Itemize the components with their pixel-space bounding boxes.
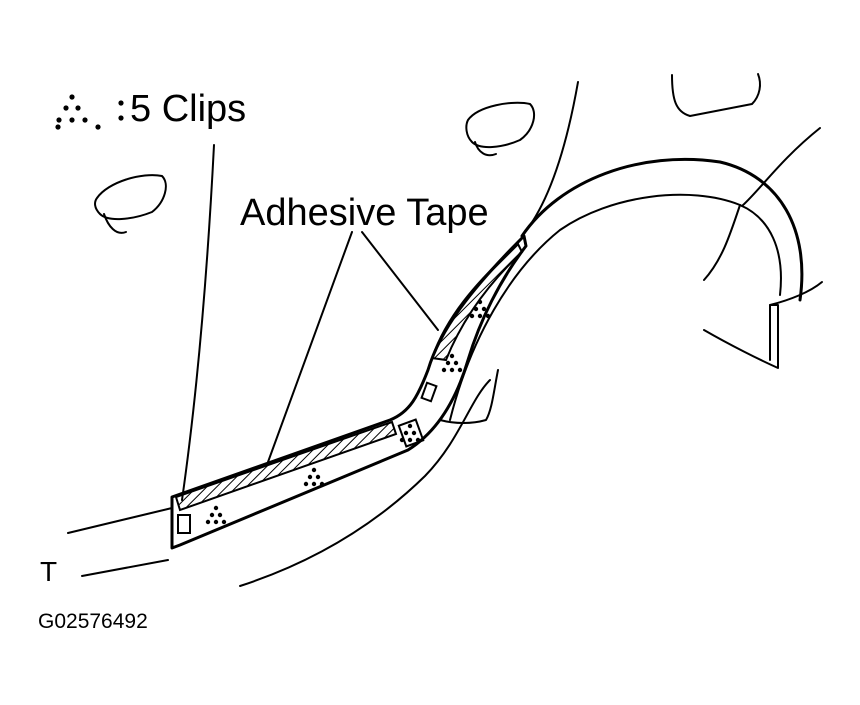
wheel-edge	[769, 281, 823, 306]
wheel-arch-outer	[520, 157, 804, 302]
front-door-handle-icon	[465, 101, 536, 157]
lower-body-line-bottom	[81, 559, 169, 577]
wheel-arch-moulding	[170, 234, 528, 550]
tire-line	[741, 127, 821, 207]
tape-end-piece-upper	[420, 381, 438, 403]
rear-door-handle-icon	[94, 174, 167, 234]
tape-end-piece	[397, 418, 425, 448]
clip-marker	[399, 423, 421, 443]
arch-lower-line	[439, 369, 499, 424]
moulding-end-piece	[177, 514, 191, 534]
rocker-lower-line	[239, 379, 491, 587]
wheel-edge-2	[703, 304, 779, 369]
figure-id-label: G02576492	[38, 610, 148, 633]
clip-marker	[303, 467, 325, 487]
clip-triangle-dots-icon	[55, 94, 124, 130]
window-corner-line	[671, 73, 761, 117]
lower-body-line-left	[67, 507, 173, 534]
adhesive-tape-upper	[430, 242, 524, 362]
tire-line-2	[703, 204, 741, 281]
tape-leader-line-upper	[361, 231, 439, 331]
adhesive-tape-label: Adhesive Tape	[240, 192, 489, 234]
tape-leader-line-lower	[267, 231, 353, 463]
door-rear-edge-line	[181, 144, 215, 501]
view-letter-label: T	[40, 556, 58, 587]
clip-marker	[205, 505, 227, 525]
wheel-arch-inner	[449, 193, 782, 421]
adhesive-tape-lower	[174, 420, 398, 512]
clips-legend-text: 5 Clips	[130, 88, 247, 130]
